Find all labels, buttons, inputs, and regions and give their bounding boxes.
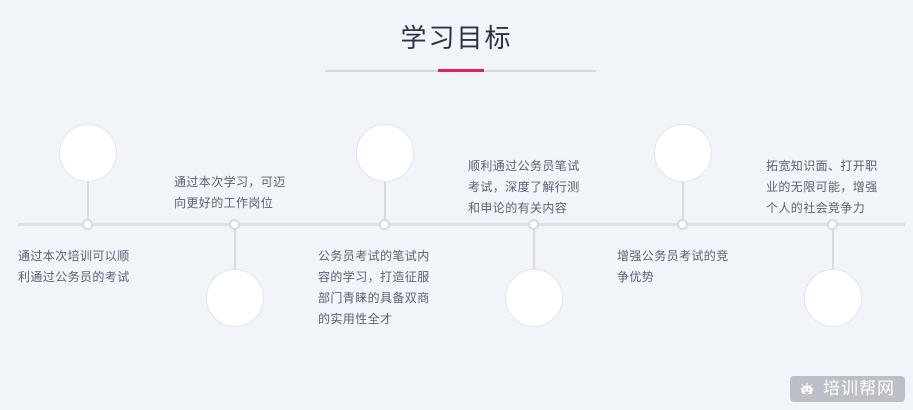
watermark: 培训帮网 [790, 376, 905, 402]
sun-face-icon [797, 379, 817, 399]
timeline-connector-3 [384, 182, 386, 226]
timeline-dot-5[interactable] [677, 219, 688, 230]
timeline-connector-6 [832, 228, 834, 269]
page-title-wrap: 学习目标 [0, 22, 913, 56]
title-divider-accent [438, 69, 484, 72]
timeline-dot-3[interactable] [379, 219, 390, 230]
timeline-bubble-5 [654, 124, 712, 182]
timeline-caption-3: 公务员考试的笔试内 容的学习，打造征服 部门青睐的具备双商 的实用性全才 [318, 249, 430, 326]
timeline-bubble-3 [356, 124, 414, 182]
timeline-caption-6: 拓宽知识面、打开职 业的无限可能，增强 个人的社会竞争力 [766, 159, 878, 215]
timeline-caption-5: 增强公务员考试的竞 争优势 [617, 249, 729, 284]
timeline-caption-4: 顺利通过公务员笔试 考试，深度了解行测 和申论的有关内容 [468, 159, 580, 215]
timeline-connector-5 [682, 182, 684, 226]
timeline-caption-2: 通过本次学习，可迈 向更好的工作岗位 [174, 175, 286, 210]
timeline-dot-2[interactable] [229, 219, 240, 230]
page-title: 学习目标 [400, 24, 513, 54]
timeline-bubble-6 [804, 269, 862, 327]
timeline-dot-1[interactable] [82, 219, 93, 230]
timeline-connector-1 [87, 182, 89, 226]
timeline-dot-6[interactable] [827, 219, 838, 230]
timeline-bubble-4 [505, 269, 563, 327]
timeline-connector-2 [234, 228, 236, 269]
watermark-text: 培训帮网 [823, 379, 895, 399]
timeline-bubble-2 [206, 269, 264, 327]
timeline-dot-4[interactable] [528, 219, 539, 230]
timeline-axis [18, 223, 905, 226]
timeline-connector-4 [533, 228, 535, 269]
timeline-bubble-1 [59, 124, 117, 182]
timeline-caption-1: 通过本次培训可以顺 利通过公务员的考试 [18, 249, 130, 284]
